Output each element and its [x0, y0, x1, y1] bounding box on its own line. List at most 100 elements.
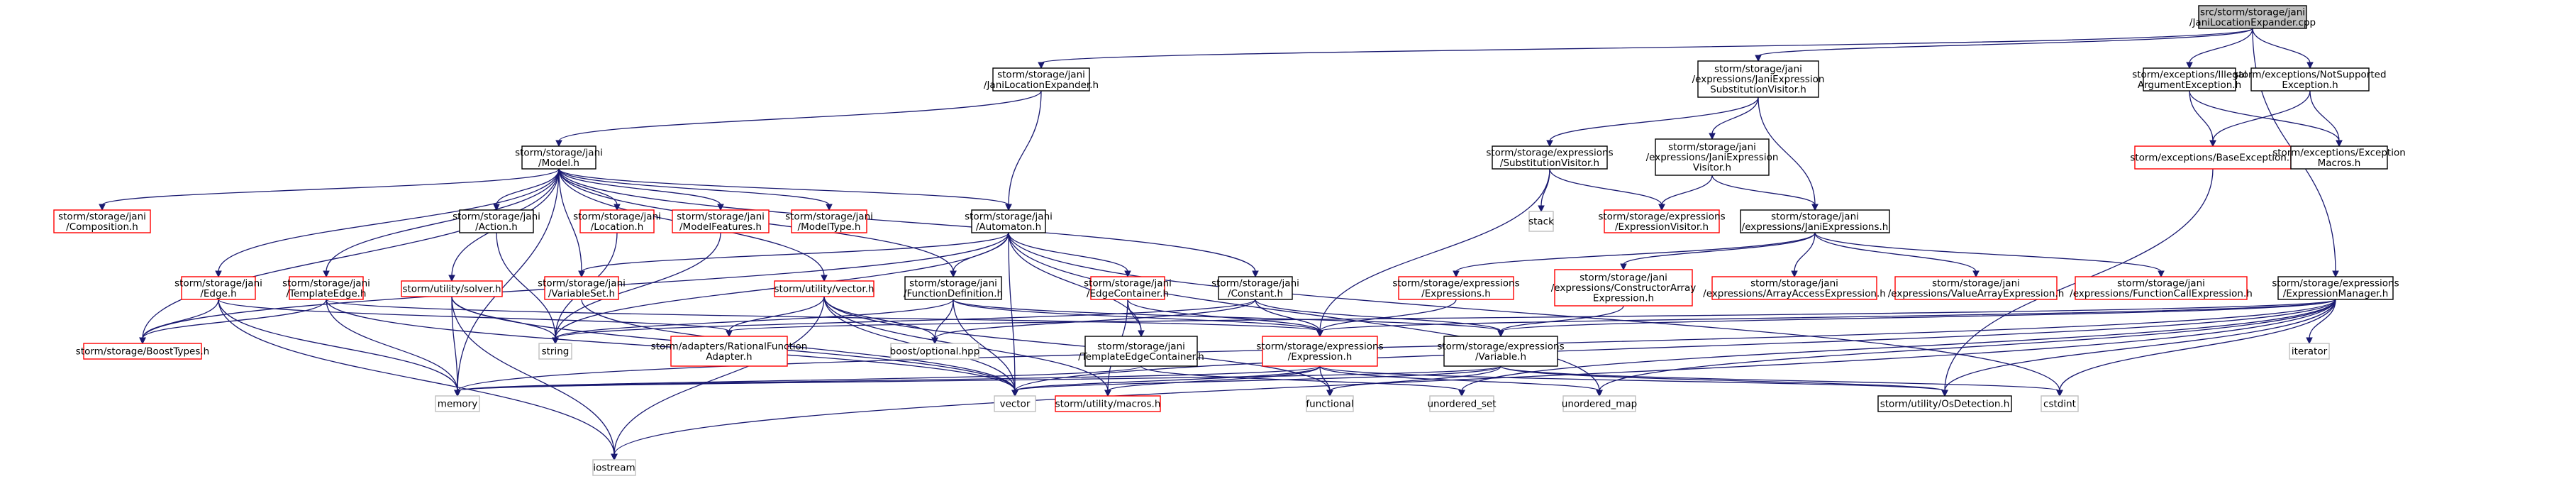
- node-vector[interactable]: vector: [994, 395, 1036, 412]
- node-box-valuearray_h[interactable]: [1894, 276, 2058, 300]
- node-boostopt[interactable]: boost/optional.hpp: [890, 343, 980, 360]
- node-box-solver_h[interactable]: [401, 280, 503, 297]
- node-expressions_h[interactable]: storm/storage/expressions/Expressions.h: [1392, 276, 1520, 300]
- node-box-varset_h[interactable]: [544, 276, 619, 300]
- node-edge_h[interactable]: storm/storage/jani/Edge.h: [174, 276, 262, 300]
- node-tedge_h[interactable]: storm/storage/jani/TemplateEdge.h: [282, 276, 370, 300]
- node-box-variable_h[interactable]: [1443, 336, 1558, 367]
- node-funccall_h[interactable]: storm/storage/jani/expressions/FunctionC…: [2070, 276, 2253, 300]
- node-model_h[interactable]: storm/storage/jani/Model.h: [515, 145, 603, 170]
- node-unordered_map[interactable]: unordered_map: [1562, 395, 1637, 412]
- node-box-osdetect_h[interactable]: [1877, 395, 2012, 412]
- node-subvis_h[interactable]: storm/storage/expressions/SubstitutionVi…: [1486, 145, 1614, 170]
- node-jev_h[interactable]: storm/storage/jani/expressions/JaniExpre…: [1646, 138, 1779, 176]
- node-valuearray_h[interactable]: storm/storage/jani/expressions/ValueArra…: [1888, 276, 2065, 300]
- node-box-tecont_h[interactable]: [1084, 336, 1198, 367]
- node-osdetect_h[interactable]: storm/utility/OsDetection.h: [1877, 395, 2012, 412]
- node-box-boosttypes_h[interactable]: [83, 343, 202, 360]
- node-baseexc_h[interactable]: storm/exceptions/BaseException.h: [2130, 145, 2296, 170]
- node-box-unordered_set[interactable]: [1429, 395, 1494, 412]
- node-modelfeat_h[interactable]: storm/storage/jani/ModelFeatures.h: [672, 209, 770, 233]
- node-illegal_h[interactable]: storm/exceptions/IllegalArgumentExceptio…: [2132, 67, 2247, 92]
- node-box-tedge_h[interactable]: [289, 276, 364, 300]
- node-box-modelfeat_h[interactable]: [672, 209, 770, 233]
- node-modeltype_h[interactable]: storm/storage/jani/ModelType.h: [785, 209, 873, 233]
- node-constant_h[interactable]: storm/storage/jani/Constant.h: [1211, 276, 1299, 300]
- node-box-notsup_h[interactable]: [2250, 67, 2370, 92]
- node-box-jev_h[interactable]: [1655, 138, 1770, 176]
- node-box-expressions_h[interactable]: [1398, 276, 1514, 300]
- node-box-janiexprs_h[interactable]: [1740, 209, 1890, 233]
- node-box-functional[interactable]: [1306, 395, 1354, 412]
- node-location_h[interactable]: storm/storage/jani/Location.h: [573, 209, 661, 233]
- node-exprmgr_h[interactable]: storm/storage/expressions/ExpressionMana…: [2272, 276, 2399, 300]
- node-arrayaccess_h[interactable]: storm/storage/jani/expressions/ArrayAcce…: [1703, 276, 1886, 300]
- node-box-funccall_h[interactable]: [2075, 276, 2248, 300]
- node-box-jle_h[interactable]: [992, 67, 1090, 92]
- node-vector_h[interactable]: storm/utility/vector.h: [774, 280, 875, 297]
- node-box-constant_h[interactable]: [1218, 276, 1293, 300]
- node-box-vector_h[interactable]: [774, 280, 875, 297]
- node-box-jesv_h[interactable]: [1697, 60, 1819, 98]
- node-box-boostopt[interactable]: [890, 343, 979, 360]
- node-box-edgecont_h[interactable]: [1090, 276, 1165, 300]
- node-automaton_h[interactable]: storm/storage/jani/Automaton.h: [965, 209, 1053, 233]
- node-iterator[interactable]: iterator: [2289, 343, 2330, 360]
- node-box-string[interactable]: [538, 343, 572, 360]
- node-iostream[interactable]: iostream: [592, 459, 636, 476]
- node-box-modeltype_h[interactable]: [791, 209, 867, 233]
- node-box-excmacros_h[interactable]: [2290, 145, 2388, 170]
- node-cstdint[interactable]: cstdint: [2041, 395, 2079, 412]
- node-box-edge_h[interactable]: [181, 276, 256, 300]
- node-box-memory[interactable]: [435, 395, 480, 412]
- node-funcdef_h[interactable]: storm/storage/jani/FunctionDefinition.h: [904, 276, 1003, 300]
- node-jesv_h[interactable]: storm/storage/jani/expressions/JaniExpre…: [1692, 60, 1825, 98]
- node-unordered_set[interactable]: unordered_set: [1427, 395, 1497, 412]
- node-string[interactable]: string: [538, 343, 572, 360]
- node-composition_h[interactable]: storm/storage/jani/Composition.h: [53, 209, 151, 233]
- node-box-cstdint[interactable]: [2041, 395, 2079, 412]
- node-tecont_h[interactable]: storm/storage/jani/TemplateEdgeContainer…: [1078, 336, 1204, 367]
- node-exprvis_h[interactable]: storm/storage/expressions/ExpressionVisi…: [1598, 209, 1726, 233]
- node-box-arrayaccess_h[interactable]: [1711, 276, 1877, 300]
- node-box-baseexc_h[interactable]: [2134, 145, 2292, 170]
- node-box-composition_h[interactable]: [53, 209, 151, 233]
- node-varset_h[interactable]: storm/storage/jani/VariableSet.h: [538, 276, 626, 300]
- node-box-illegal_h[interactable]: [2143, 67, 2236, 92]
- node-ctorarray_h[interactable]: storm/storage/jani/expressions/Construct…: [1551, 269, 1697, 307]
- node-box-rfa_h[interactable]: [670, 336, 788, 367]
- node-box-location_h[interactable]: [579, 209, 655, 233]
- node-box-macros_h[interactable]: [1055, 395, 1161, 412]
- node-box-exprvis_h[interactable]: [1604, 209, 1720, 233]
- node-root[interactable]: src/storm/storage/jani/JaniLocationExpan…: [2189, 5, 2316, 29]
- node-box-vector[interactable]: [994, 395, 1036, 412]
- node-memory[interactable]: memory: [435, 395, 480, 412]
- node-box-subvis_h[interactable]: [1492, 145, 1608, 170]
- node-box-funcdef_h[interactable]: [904, 276, 1002, 300]
- node-box-ctorarray_h[interactable]: [1554, 269, 1693, 307]
- node-box-expression_h[interactable]: [1262, 336, 1378, 367]
- node-solver_h[interactable]: storm/utility/solver.h: [401, 280, 503, 297]
- node-expression_h[interactable]: storm/storage/expressions/Expression.h: [1256, 336, 1384, 367]
- node-janiexprs_h[interactable]: storm/storage/jani/expressions/JaniExpre…: [1740, 209, 1890, 233]
- node-edgecont_h[interactable]: storm/storage/jani/EdgeContainer.h: [1084, 276, 1172, 300]
- node-box-action_h[interactable]: [459, 209, 534, 233]
- node-box-model_h[interactable]: [521, 145, 596, 170]
- node-variable_h[interactable]: storm/storage/expressions/Variable.h: [1437, 336, 1565, 367]
- node-jle_h[interactable]: storm/storage/jani/JaniLocationExpander.…: [984, 67, 1099, 92]
- node-action_h[interactable]: storm/storage/jani/Action.h: [453, 209, 540, 233]
- node-box-automaton_h[interactable]: [971, 209, 1046, 233]
- node-box-iostream[interactable]: [592, 459, 636, 476]
- node-box-unordered_map[interactable]: [1562, 395, 1636, 412]
- node-box-exprmgr_h[interactable]: [2277, 276, 2394, 300]
- node-boosttypes_h[interactable]: storm/storage/BoostTypes.h: [76, 343, 209, 360]
- node-box-root[interactable]: [2198, 5, 2307, 29]
- node-stack[interactable]: stack: [1528, 211, 1554, 232]
- node-macros_h[interactable]: storm/utility/macros.h: [1055, 395, 1161, 412]
- node-functional[interactable]: functional: [1306, 395, 1354, 412]
- node-box-iterator[interactable]: [2289, 343, 2330, 360]
- node-box-stack[interactable]: [1528, 211, 1554, 232]
